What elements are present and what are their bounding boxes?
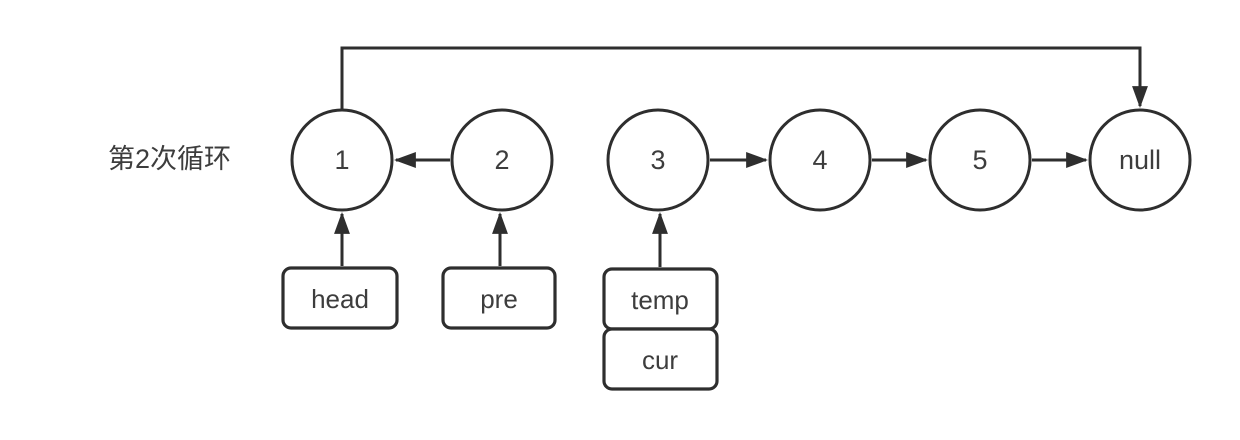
pointer-box-head: head xyxy=(281,266,399,330)
node-null-label: null xyxy=(1119,145,1161,175)
pointer-box-pre-rect xyxy=(441,266,557,330)
node-null-circle xyxy=(1088,108,1192,212)
pointer-box-cur-label: cur xyxy=(642,345,678,375)
pointer-box-pre-label: pre xyxy=(480,284,518,314)
iteration-label: 第2次循环 xyxy=(108,144,231,174)
node-4-circle xyxy=(768,108,872,212)
pointer-box-pre: pre xyxy=(441,266,557,330)
node-3: 3 xyxy=(606,108,710,212)
node-1: 1 xyxy=(290,108,394,212)
node-5-circle xyxy=(928,108,1032,212)
pointer-box-head-label: head xyxy=(311,284,369,314)
node-3-label: 3 xyxy=(650,145,665,175)
node-5: 5 xyxy=(928,108,1032,212)
node-1-label: 1 xyxy=(334,145,349,175)
node-3-circle xyxy=(606,108,710,212)
node-5-label: 5 xyxy=(972,145,987,175)
pointer-box-temp: temp xyxy=(602,267,719,331)
node-1-circle xyxy=(290,108,394,212)
pointer-box-cur: cur xyxy=(602,327,719,391)
pointer-box-head-rect xyxy=(281,266,399,330)
pointer-box-cur-rect xyxy=(602,327,719,391)
node-2-label: 2 xyxy=(494,145,509,175)
node-null: null xyxy=(1088,108,1192,212)
node-4-label: 4 xyxy=(812,145,827,175)
edge-1-to-null xyxy=(340,46,1148,109)
node-4: 4 xyxy=(768,108,872,212)
pointer-box-temp-label: temp xyxy=(631,285,689,315)
node-2-circle xyxy=(450,108,554,212)
node-2: 2 xyxy=(450,108,554,212)
